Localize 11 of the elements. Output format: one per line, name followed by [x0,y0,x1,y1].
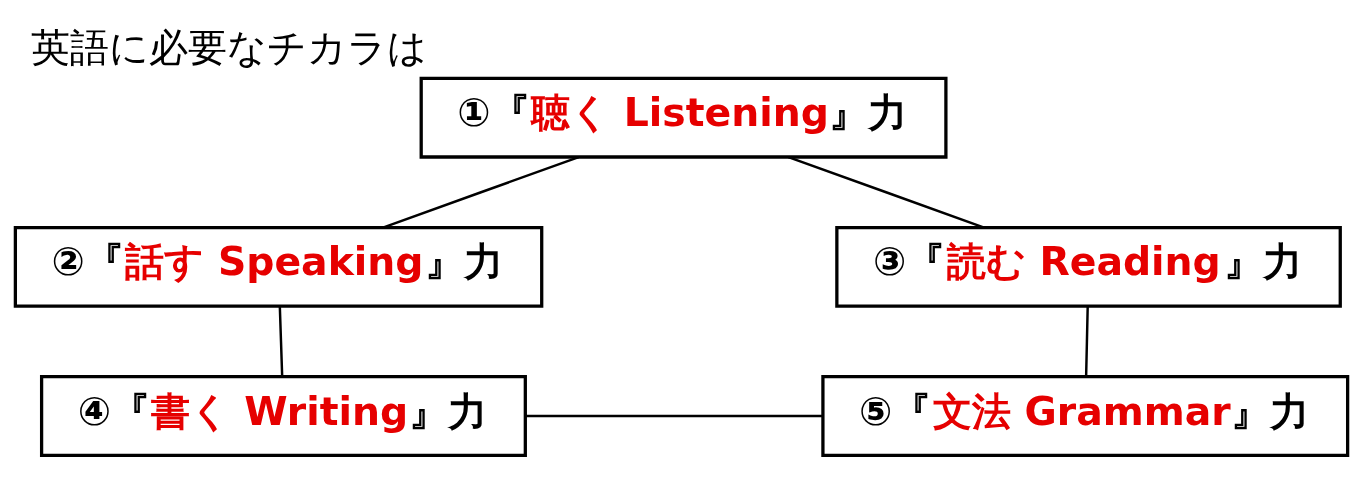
node-box: ④『書く Writing』力 [39,374,527,457]
connector [278,306,284,376]
node-box: ①『聴く Listening』力 [419,76,948,159]
connector [383,155,580,229]
node-box: ③『読む Reading』力 [835,225,1342,308]
connector [1084,306,1089,376]
connector [787,155,984,229]
node-box: ②『話す Speaking』力 [13,225,544,308]
node-box: ⑤『文法 Grammar』力 [821,374,1350,457]
diagram-title: 英語に必要なチカラは [31,23,428,70]
connector [525,414,823,417]
